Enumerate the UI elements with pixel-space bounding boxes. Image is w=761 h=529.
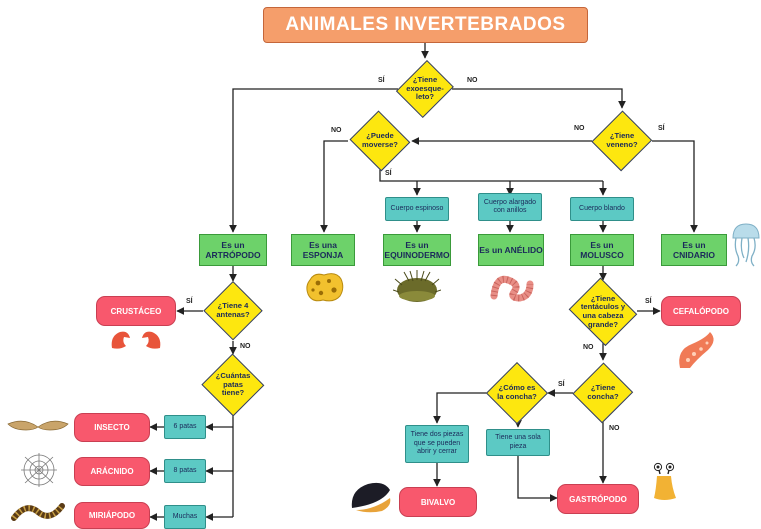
result-bivalve: BIVALVO	[399, 487, 477, 517]
crab-claws-icon	[111, 331, 161, 349]
trait-two-piece-shell: Tiene dos piezas que se pueden abrir y c…	[405, 425, 469, 463]
label-yes-exoskeleton: SÍ	[378, 77, 385, 84]
group-arthropod: Es un ARTRÓPODO	[199, 234, 267, 266]
question-shell-type-text: ¿Cómo es la concha?	[497, 383, 537, 401]
question-antennae-text: ¿Tiene 4 antenas?	[216, 301, 250, 319]
group-echinoderm: Es un EQUINODERMO	[383, 234, 451, 266]
result-gastropod: GASTRÓPODO	[557, 484, 639, 514]
label-no-tentacles: NO	[583, 344, 594, 351]
result-insect: INSECTO	[74, 413, 150, 442]
snail-icon	[653, 462, 676, 500]
result-cephalopod: CEFALÓPODO	[661, 296, 741, 326]
trait-eight-legs: 8 patas	[164, 459, 206, 483]
octopus-tentacle-icon	[679, 332, 714, 368]
question-tentacles-text: ¿Tiene tentáculos y una cabeza grande?	[580, 293, 626, 329]
trait-six-legs: 6 patas	[164, 415, 206, 439]
question-shell-text: ¿Tiene concha?	[587, 383, 619, 401]
trait-single-piece-shell: Tiene una sola pieza	[486, 429, 550, 456]
group-cnidarian: Es un CNIDARIO	[661, 234, 727, 266]
question-move: ¿Puede moverse?	[348, 112, 412, 170]
trait-ringed-body: Cuerpo alargado con anillos	[478, 193, 542, 221]
result-arachnid: ARÁCNIDO	[74, 457, 150, 486]
question-legs: ¿Cuántas patas tiene?	[201, 354, 265, 416]
question-tentacles: ¿Tiene tentáculos y una cabeza grande?	[566, 280, 640, 344]
question-move-text: ¿Puede moverse?	[362, 131, 398, 149]
trait-spiny-body: Cuerpo espinoso	[385, 197, 449, 221]
question-shell-type: ¿Cómo es la concha?	[486, 362, 548, 424]
trait-many-legs: Muchas	[164, 505, 206, 529]
question-antennae: ¿Tiene 4 antenas?	[203, 281, 263, 341]
label-yes-tentacles: SÍ	[645, 298, 652, 305]
trait-soft-body: Cuerpo blando	[570, 197, 634, 221]
jellyfish-icon	[732, 223, 760, 267]
label-yes-move: SÍ	[385, 170, 392, 177]
sponge-icon	[306, 273, 344, 302]
sea-urchin-icon	[393, 270, 441, 302]
result-crustacean: CRUSTÁCEO	[96, 296, 176, 326]
label-yes-shell: SÍ	[558, 381, 565, 388]
group-mollusc: Es un MOLUSCO	[570, 234, 634, 266]
question-shell: ¿Tiene concha?	[573, 362, 633, 424]
spider-web-icon	[21, 453, 57, 487]
mussel-icon	[351, 482, 391, 513]
question-venom: ¿Tiene veneno?	[592, 110, 652, 172]
label-yes-venom: SÍ	[658, 125, 665, 132]
question-exoskeleton-text: ¿Tiene exoesque-leto?	[406, 74, 444, 102]
group-annelid: Es un ANÉLIDO	[478, 234, 544, 266]
diagram-title: ANIMALES INVERTEBRADOS	[263, 7, 588, 43]
question-exoskeleton: ¿Tiene exoesque-leto?	[398, 58, 452, 120]
label-no-venom: NO	[574, 125, 585, 132]
centipede-icon	[11, 503, 65, 521]
label-yes-antennae: SÍ	[186, 298, 193, 305]
label-no-antennae: NO	[240, 343, 251, 350]
label-no-shell: NO	[609, 425, 620, 432]
worm-icon	[490, 275, 534, 302]
question-legs-text: ¿Cuántas patas tiene?	[215, 370, 251, 398]
group-sponge: Es una ESPONJA	[291, 234, 355, 266]
wings-icon	[7, 420, 69, 431]
label-no-exoskeleton: NO	[467, 77, 478, 84]
result-myriapod: MIRIÁPODO	[74, 502, 150, 529]
question-venom-text: ¿Tiene veneno?	[606, 131, 638, 149]
label-no-move: NO	[331, 127, 342, 134]
